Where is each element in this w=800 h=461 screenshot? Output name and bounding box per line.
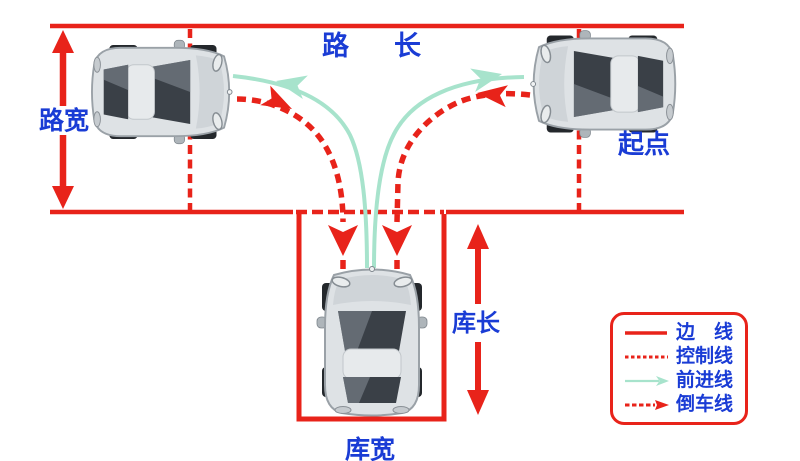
forward-arrow-icon (625, 375, 669, 386)
car-at-start-point (529, 29, 677, 139)
solid-line-icon (625, 330, 667, 335)
reverse-down-arrowhead-right-icon (382, 225, 412, 256)
legend-item-reverse-line: 倒车线 (623, 395, 737, 414)
road-width-label: 路宽 (39, 106, 90, 135)
reverse-arrow-icon (625, 399, 669, 410)
dashed-line-icon (625, 355, 668, 358)
reverse-down-arrowhead-left-icon (328, 225, 358, 256)
garage-length-arrowhead-down (467, 390, 489, 415)
road-length-label: 路 长 (322, 31, 430, 62)
garage-length-label: 库长 (452, 309, 500, 337)
legend-label-reverse: 倒车线 (676, 393, 734, 415)
reverse-path-left (236, 96, 346, 223)
legend-item-control-line: 控制线 (623, 347, 737, 366)
legend-label-forward: 前进线 (676, 369, 734, 391)
reverse-arrowhead-left-icon (260, 85, 292, 109)
forward-path-right (372, 75, 525, 269)
garage-length-arrowhead-up (467, 224, 489, 249)
road-width-arrowhead-down (52, 186, 74, 209)
legend: 边 线 控制线 前进线 倒车线 (610, 312, 748, 425)
road-width-arrowhead-up (52, 30, 74, 53)
reverse-paths (236, 85, 531, 269)
road-width-arrow (52, 30, 74, 209)
car-on-road-left (91, 39, 233, 145)
garage-boundary (296, 214, 447, 422)
reverse-arrowhead-right-icon (477, 85, 508, 108)
reverse-path-right (394, 90, 531, 223)
road-boundary-lines (50, 23, 684, 215)
forward-arrowhead-right-icon (470, 68, 502, 92)
forward-arrowhead-left-icon (276, 75, 308, 99)
legend-item-forward-line: 前进线 (623, 371, 737, 390)
garage-width-label: 库宽 (345, 435, 396, 461)
legend-label-boundary: 边 线 (676, 321, 734, 343)
forward-path-left (232, 74, 369, 269)
legend-label-control: 控制线 (676, 345, 734, 367)
start-point-label: 起点 (618, 130, 671, 160)
garage-length-arrow (467, 224, 489, 415)
legend-item-boundary-line: 边 线 (623, 323, 737, 342)
forward-paths (232, 68, 525, 269)
car-in-garage (316, 265, 428, 417)
